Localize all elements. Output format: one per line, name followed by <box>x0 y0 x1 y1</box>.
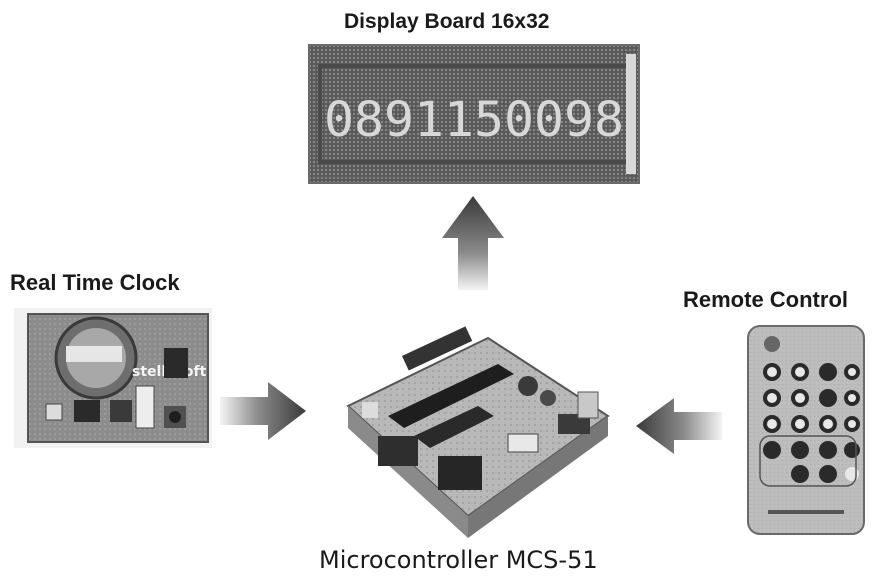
rtc-board-image: stellasoft <box>14 308 212 448</box>
remote-control-image <box>746 324 866 536</box>
display-board-image: 0891150098 <box>308 44 640 184</box>
microcontroller-board-image <box>318 316 618 542</box>
microcontroller-label: Microcontroller MCS-51 <box>319 546 598 574</box>
arrow-up <box>440 196 506 290</box>
display-text: 0891150098 <box>324 92 624 148</box>
remote-control-label: Remote Control <box>683 287 848 312</box>
display-board-label: Display Board 16x32 <box>344 10 550 33</box>
arrow-left <box>636 398 722 454</box>
rtc-label: Real Time Clock <box>10 270 180 295</box>
arrow-right <box>220 382 306 440</box>
